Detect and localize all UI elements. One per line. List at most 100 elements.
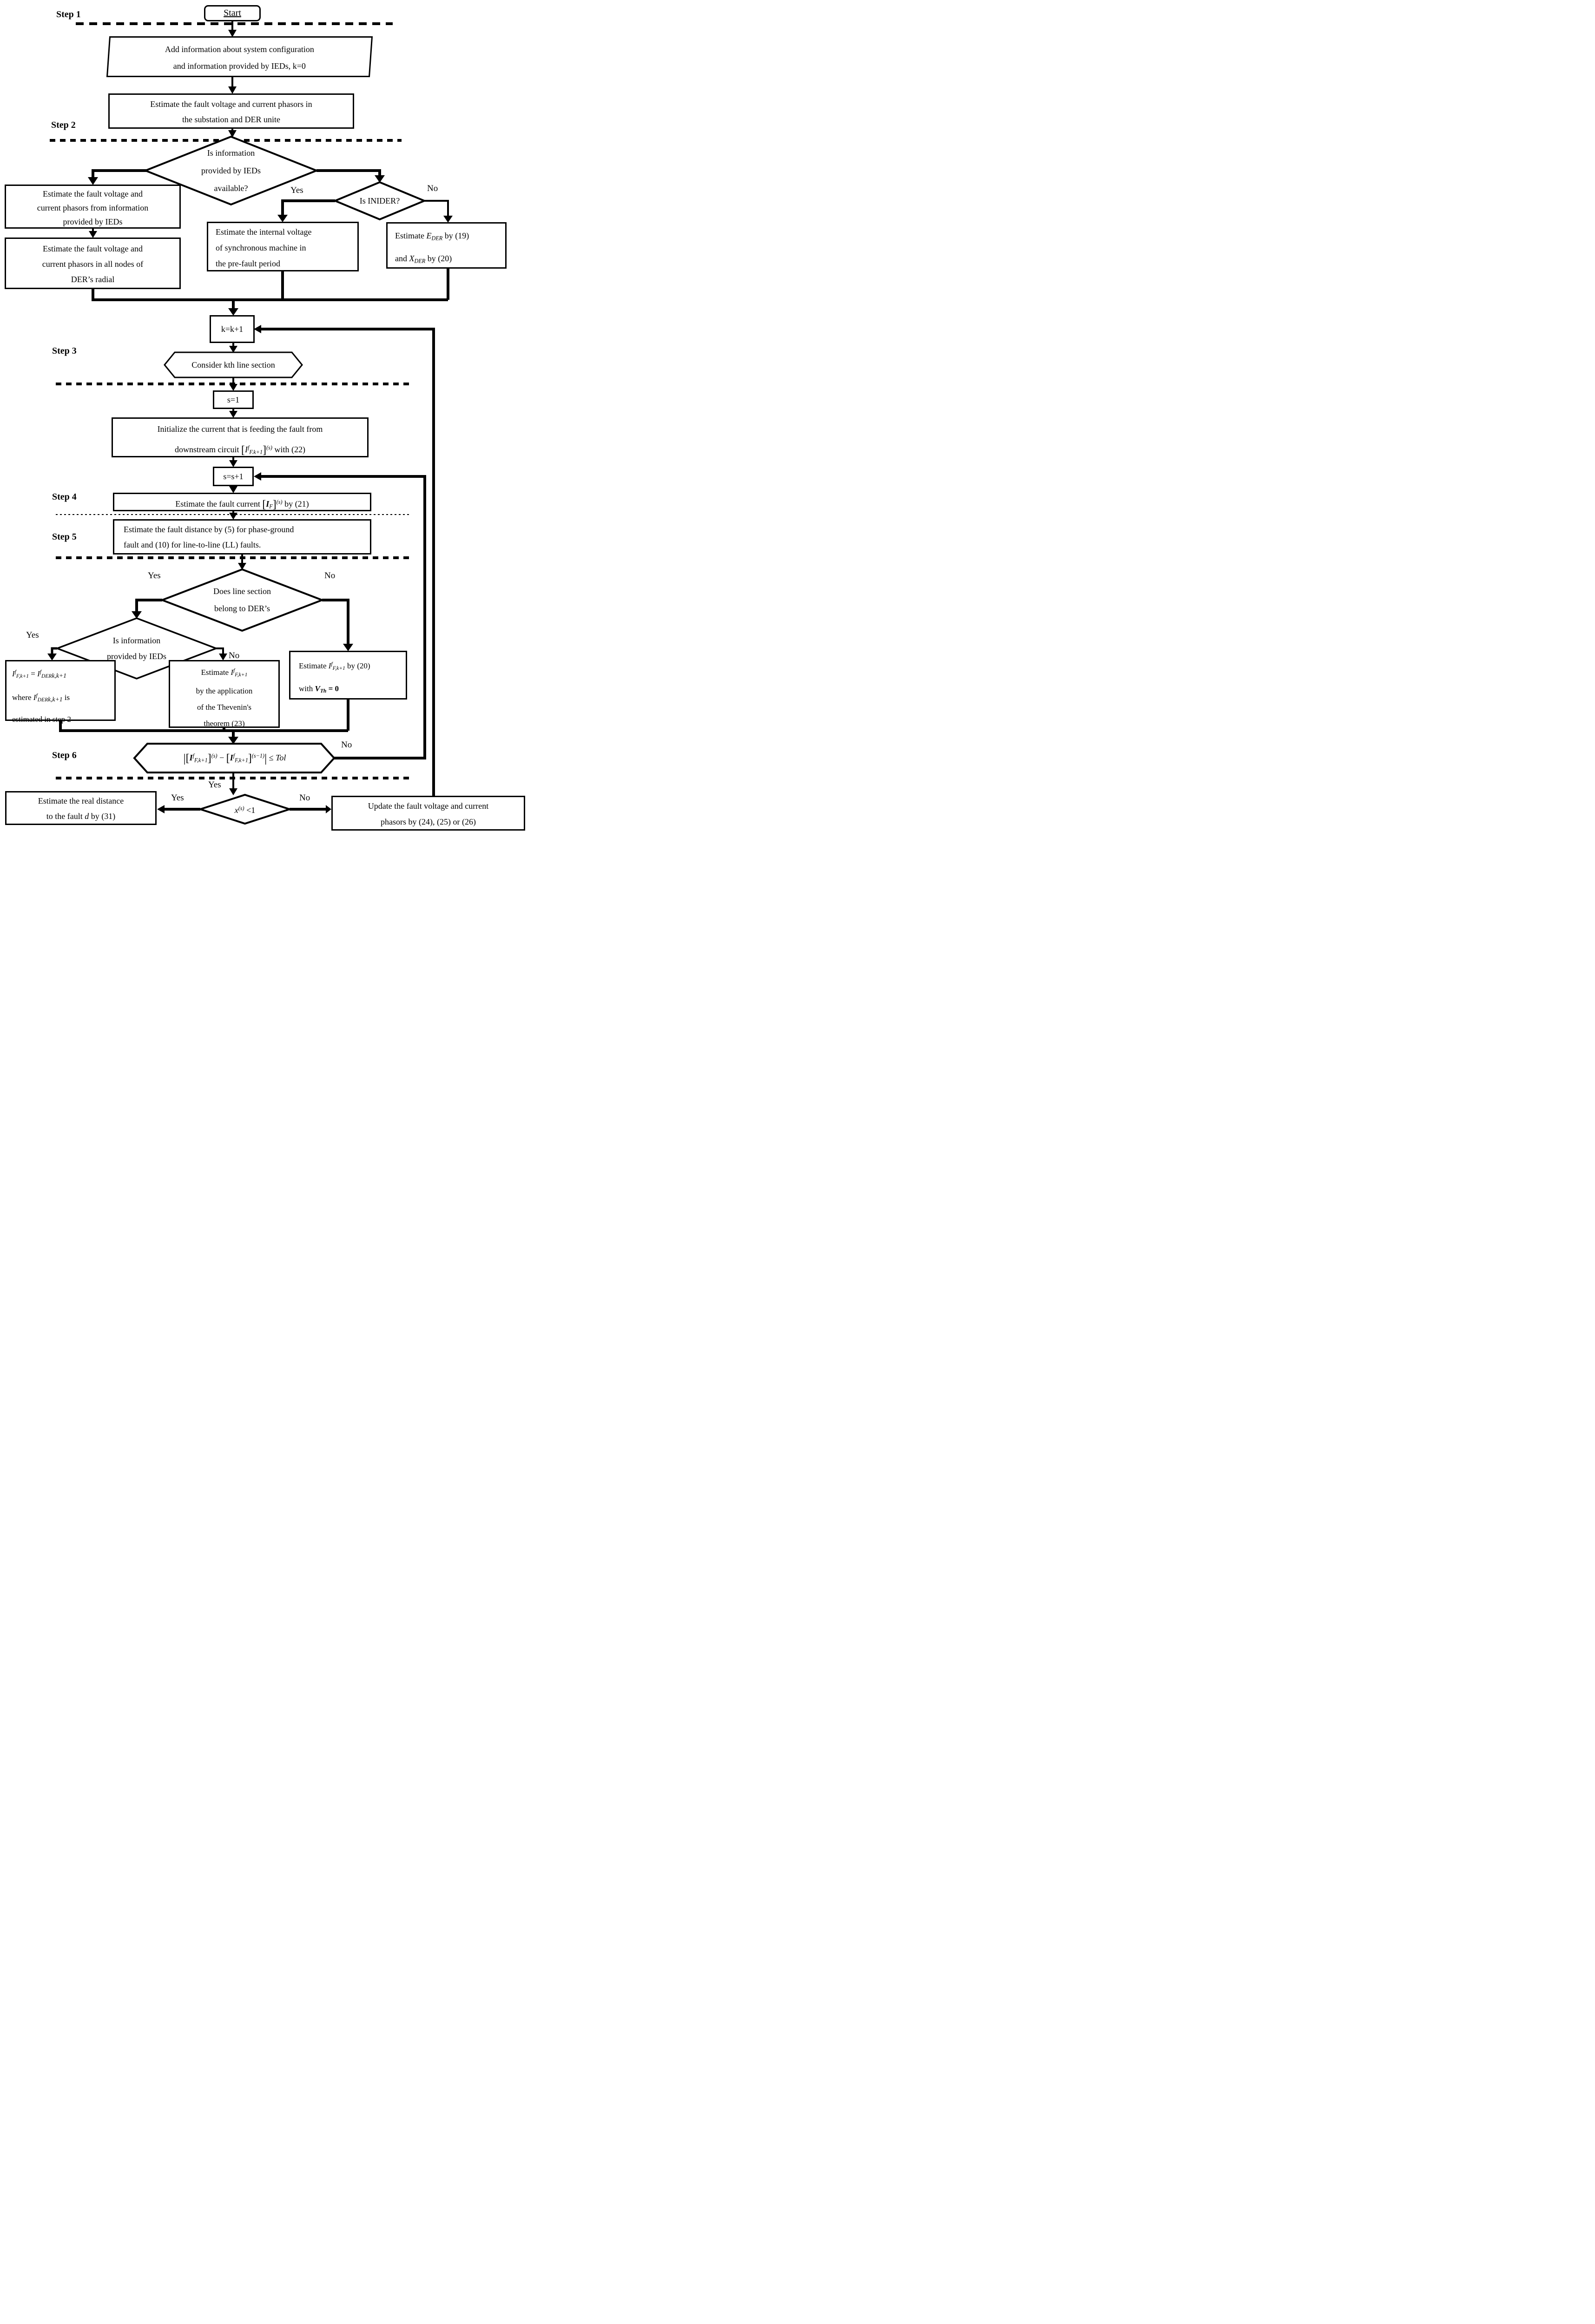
real-distance-line2: to the fault d by (31) <box>46 812 116 821</box>
x-check-formula: x(s) <1 <box>234 805 256 815</box>
update-phasors-line2: phasors by (24), (25) or (26) <box>381 817 476 826</box>
edge-no-convergence: No <box>341 740 352 750</box>
step1-label: Step 1 <box>56 9 81 20</box>
inner-loop-line <box>261 475 426 759</box>
hexagon-convergence <box>133 743 336 773</box>
consider-kth-text: Consider kth line section <box>165 352 302 377</box>
s-increment-node: s=s+1 <box>213 467 254 486</box>
ied-available-line2: provided by IEDs <box>201 166 261 175</box>
vth-line2: with VTh = 0 <box>299 684 339 694</box>
ied-available-text: Is information provided by IEDs availabl… <box>165 143 297 198</box>
est-from-ieds-line1: Estimate the fault voltage and <box>43 189 143 198</box>
ied-available-line3: available? <box>214 184 248 193</box>
ied-provided-text: Is information provided by IEDs <box>74 631 199 666</box>
internal-voltage-node: Estimate the internal voltage of synchro… <box>207 222 359 271</box>
add-info-line1: Add information about system configurati… <box>165 45 314 54</box>
convergence-formula: |[IfF,k+1](s) − [IfF,k+1](s−1)| ≤ Tol <box>183 752 286 765</box>
x-check-text: x(s) <1 <box>204 800 285 818</box>
s-increment-label: s=s+1 <box>223 472 244 481</box>
estimate-substation-node: Estimate the fault voltage and current p… <box>108 93 354 129</box>
real-distance-node: Estimate the real distance to the fault … <box>5 791 157 825</box>
est-fault-current-node: Estimate the fault current [IF](s) by (2… <box>113 493 371 511</box>
formula-assign-node: IfF,k+1 = IfDERk,k+1 where IfDERk,k+1 is… <box>5 660 116 724</box>
flow-connectors <box>47 21 453 825</box>
thevenin-line1: Estimate IfF,k+1 <box>201 667 248 678</box>
efd-line1: Estimate the fault distance by (5) for p… <box>124 525 294 534</box>
step6-label: Step 6 <box>52 750 77 760</box>
internal-voltage-line2: of synchronous machine in <box>216 243 306 252</box>
decision-x-check <box>197 793 293 825</box>
add-info-node: Add information about system configurati… <box>106 36 373 77</box>
edge-yes-der: Yes <box>148 571 161 581</box>
edge-no-der: No <box>324 571 336 581</box>
real-distance-line1: Estimate the real distance <box>38 796 124 805</box>
update-phasors-line1: Update the fault voltage and current <box>368 801 489 811</box>
edge-yes-convergence: Yes <box>208 780 221 790</box>
ied-provided-line2: provided by IEDs <box>107 652 166 661</box>
step2-label: Step 2 <box>51 120 76 130</box>
belongs-der-line2: belong to DER’s <box>214 604 270 613</box>
hexagon-consider-kth <box>164 351 303 378</box>
estimate-substation-line2: the substation and DER unite <box>182 115 280 124</box>
ied-available-line1: Is information <box>207 148 255 158</box>
flowchart-canvas: Step 1 Step 2 Step 3 Step 4 Step 5 Step … <box>0 0 532 832</box>
init-current-line1: Initialize the current that is feeding t… <box>157 424 323 434</box>
efc-t2: by (21) <box>282 499 309 509</box>
start-label: Start <box>224 8 241 18</box>
is-inider-text: Is INIDER? <box>341 191 419 210</box>
est-all-nodes-line2: current phasors in all nodes of <box>42 259 144 269</box>
belongs-der-line1: Does line section <box>213 587 271 596</box>
efd-line2: fault and (10) for line-to-line (LL) fau… <box>124 540 261 549</box>
init-current-node: Initialize the current that is feeding t… <box>112 417 369 457</box>
k-increment-node: k=k+1 <box>210 315 255 343</box>
s-init-node: s=1 <box>213 390 254 409</box>
internal-voltage-line1: Estimate the internal voltage <box>216 227 312 237</box>
edge-yes-inider: Yes <box>290 185 303 195</box>
decision-belongs-der <box>159 568 325 632</box>
start-node: Start <box>204 5 261 21</box>
est-from-ieds-line3: provided by IEDs <box>63 217 123 226</box>
edge-no-x: No <box>299 793 310 803</box>
convergence-text: |[IfF,k+1](s) − [IfF,k+1](s−1)| ≤ Tol <box>139 744 330 772</box>
decision-ied-available <box>143 135 319 206</box>
est-all-nodes-node: Estimate the fault voltage and current p… <box>5 238 181 289</box>
outer-loop-line <box>261 328 435 796</box>
est-from-ieds-node: Estimate the fault voltage and current p… <box>5 185 181 229</box>
est-fault-distance-node: Estimate the fault distance by (5) for p… <box>113 519 371 555</box>
update-phasors-node: Update the fault voltage and current pha… <box>331 796 525 831</box>
edge-no-ied: No <box>229 651 240 660</box>
efc-t1: Estimate the fault current <box>175 499 263 509</box>
thevenin-node: Estimate IfF,k+1 by the application of t… <box>169 660 280 728</box>
edge-no-inider: No <box>427 184 438 193</box>
decision-is-inider <box>332 181 427 221</box>
add-info-line2: and information provided by IEDs, k=0 <box>173 61 306 71</box>
eder-node: Estimate EDER by (19) and XDER by (20) <box>386 222 507 269</box>
internal-voltage-line3: the pre-fault period <box>216 259 280 268</box>
step5-label: Step 5 <box>52 532 77 542</box>
formula-line2: where IfDERk,k+1 is <box>12 693 70 703</box>
est-from-ieds-line2: current phasors from information <box>37 203 149 212</box>
belongs-der-text: Does line section belong to DER’s <box>181 581 303 619</box>
ied-provided-line1: Is information <box>112 636 161 645</box>
thevenin-line2: by the application <box>196 687 253 695</box>
init-current-line2: downstream circuit [IfF.k+1](s) with (22… <box>175 444 305 456</box>
consider-kth-label: Consider kth line section <box>191 360 275 370</box>
thevenin-line4: theorem (23) <box>204 719 245 728</box>
k-increment-label: k=k+1 <box>221 324 244 334</box>
estimate-substation-line1: Estimate the fault voltage and current p… <box>150 99 312 109</box>
edge-yes-ied: Yes <box>26 630 39 640</box>
formula-line1: IfF,k+1 = IfDERk,k+1 <box>12 669 66 679</box>
step3-label: Step 3 <box>52 346 77 356</box>
edge-yes-x: Yes <box>171 793 184 803</box>
est-all-nodes-line3: DER’s radial <box>71 275 115 284</box>
step4-label: Step 4 <box>52 492 77 502</box>
eder-line1: Estimate EDER by (19) <box>395 231 469 242</box>
thevenin-line3: of the Thevenin's <box>197 703 251 712</box>
is-inider-label: Is INIDER? <box>359 196 400 205</box>
eder-line2: and XDER by (20) <box>395 254 452 264</box>
formula-line3: estimated in step 2 <box>12 715 72 724</box>
est-all-nodes-line1: Estimate the fault voltage and <box>43 244 143 253</box>
s-init-label: s=1 <box>227 395 240 404</box>
vth-zero-node: Estimate IfF,k+1 by (20) with VTh = 0 <box>289 651 407 700</box>
vth-line1: Estimate IfF,k+1 by (20) <box>299 661 370 671</box>
